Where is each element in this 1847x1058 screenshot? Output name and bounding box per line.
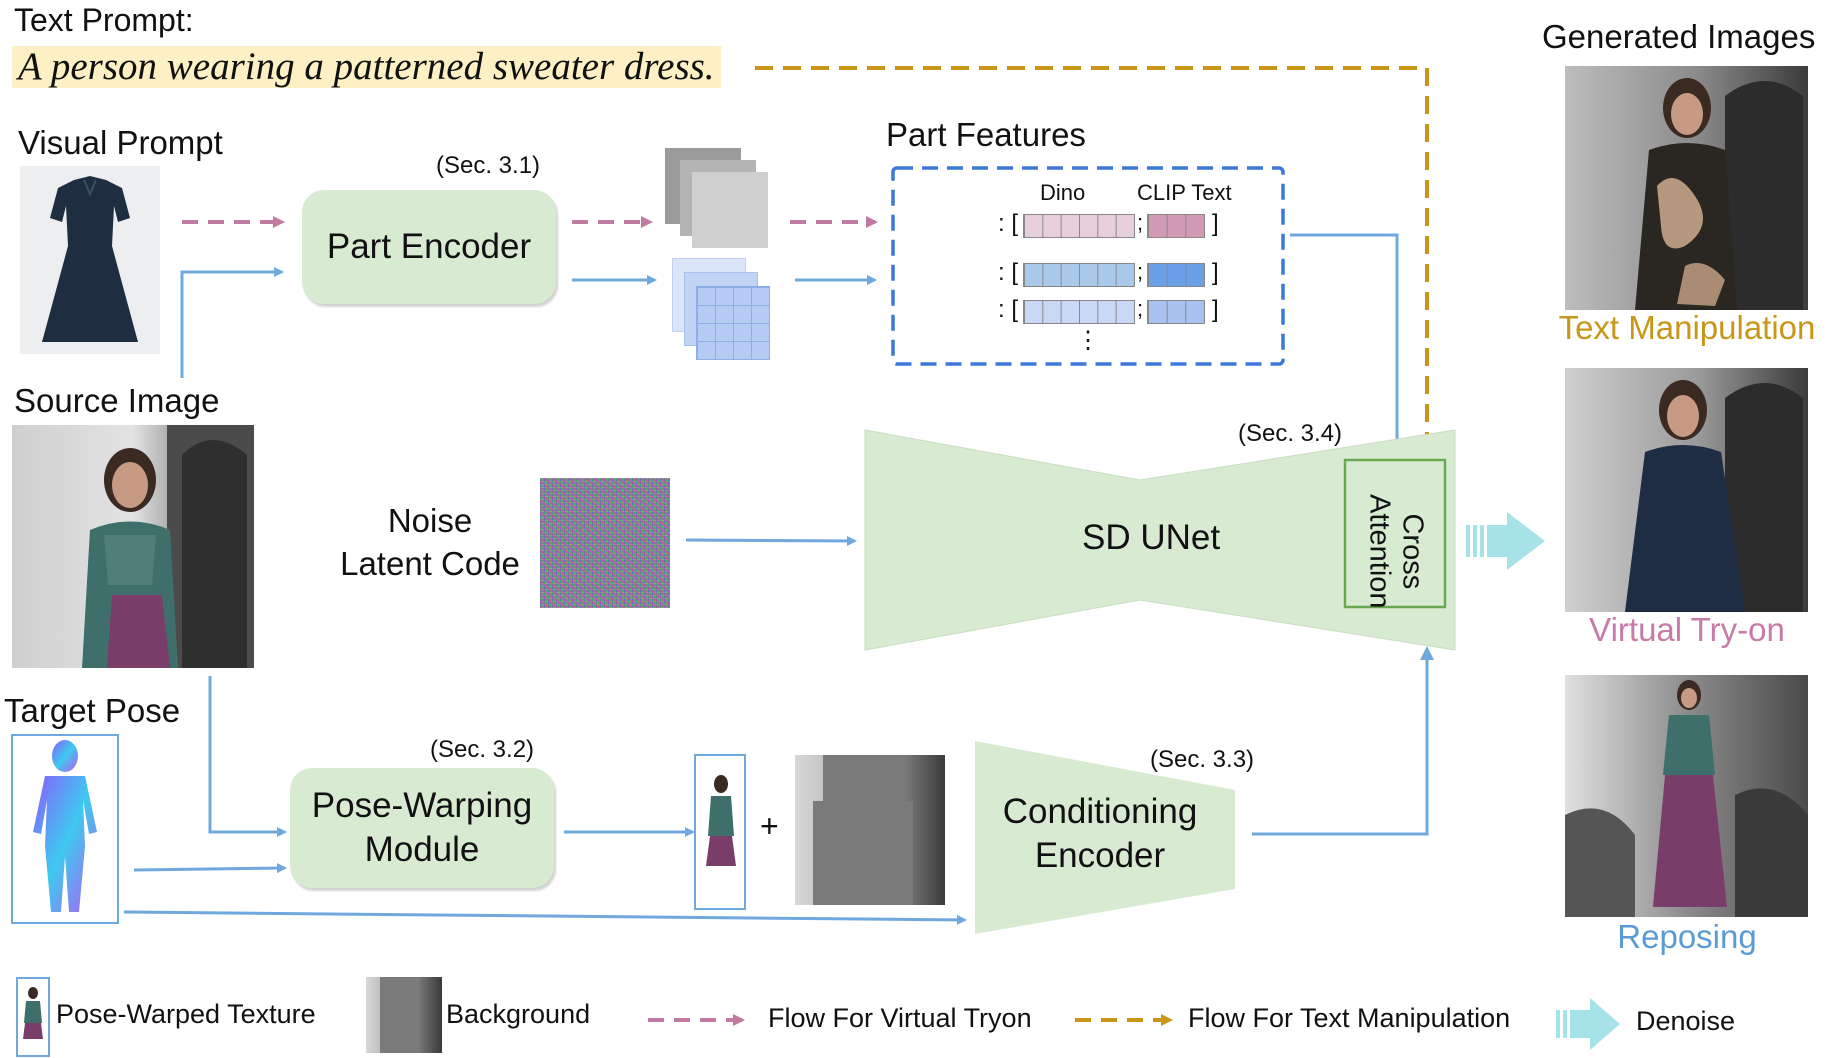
- output-image-text-manipulation: [1565, 66, 1808, 310]
- part-encoder-sec: (Sec. 3.1): [436, 152, 541, 179]
- background-image: [795, 755, 945, 905]
- source-to-warp-arrow: [208, 676, 287, 837]
- noise-latent-image: [540, 478, 670, 608]
- dino-feature-vector: [1023, 214, 1135, 238]
- part-features-ellipsis: ⋮: [1076, 327, 1100, 354]
- source-to-encoder-arrow: [180, 267, 284, 378]
- noise-line-1: Noise: [387, 502, 473, 539]
- legend-flow-text-label: Flow For Text Manipulation: [1188, 1003, 1511, 1033]
- pose-to-cond-arrow: [123, 910, 967, 925]
- legend-background-icon: [366, 977, 442, 1053]
- output-label-text-2: Virtual Try-on: [1589, 611, 1785, 648]
- pose-warped-texture-image: [694, 754, 746, 910]
- unet-label: SD UNet: [1082, 518, 1221, 557]
- cross-attention-label: Cross Attention: [1362, 473, 1429, 629]
- part-colon-bracket: : [: [998, 210, 1019, 237]
- output-label-text-manipulation: Text Manipulation: [1544, 309, 1830, 347]
- visual-prompt-dress-image: [20, 166, 160, 354]
- target-pose-image: [11, 734, 119, 924]
- vector-close-bracket: ]: [1212, 259, 1219, 286]
- vector-close-bracket: ]: [1212, 210, 1219, 237]
- cond-to-unet-arrow: [1252, 646, 1434, 836]
- cross-line-2: Attention: [1363, 494, 1395, 609]
- output-image-reposing: [1565, 675, 1808, 917]
- part-features-box: [891, 166, 1285, 366]
- conditioning-encoder-shape: [975, 741, 1235, 934]
- unet-sec: (Sec. 3.4): [1238, 420, 1343, 447]
- visual-prompt-label: Visual Prompt: [18, 124, 223, 161]
- part-features-title: Part Features: [886, 116, 1086, 153]
- source-image-photo: [12, 425, 254, 668]
- denoise-arrow: [1466, 512, 1545, 570]
- legend-pose-warped-label: Pose-Warped Texture: [56, 999, 316, 1029]
- part-colon-bracket: : [: [998, 296, 1019, 323]
- legend-denoise-label: Denoise: [1636, 1006, 1736, 1036]
- vector-separator: ;: [1137, 296, 1144, 321]
- text-prompt-label: Text Prompt:: [14, 2, 194, 38]
- feature-map-gray-3: [692, 172, 768, 248]
- conditioning-label: Conditioning Encoder: [975, 790, 1225, 878]
- conditioning-sec: (Sec. 3.3): [1150, 746, 1255, 773]
- clip-feature-vector: [1147, 214, 1205, 238]
- generated-images-title: Generated Images: [1542, 18, 1816, 55]
- legend-background-label: Background: [446, 999, 591, 1029]
- output-image-virtual-tryon: [1565, 368, 1808, 612]
- target-pose-label: Target Pose: [4, 692, 181, 729]
- output-label-text-1: Text Manipulation: [1558, 309, 1816, 346]
- part-encoder-box: Part Encoder: [302, 190, 556, 304]
- clip-feature-vector: [1147, 263, 1205, 287]
- feature-map-blue-3: [696, 286, 770, 360]
- dino-feature-vector: [1023, 300, 1135, 324]
- legend-denoise-mark: [1556, 998, 1620, 1050]
- output-label-reposing: Reposing: [1544, 918, 1830, 956]
- dino-feature-vector: [1023, 263, 1135, 287]
- pose-warping-line-1: Pose-Warping: [311, 786, 533, 826]
- vector-separator: ;: [1137, 210, 1144, 235]
- vector-separator: ;: [1137, 259, 1144, 284]
- conditioning-line-2: Encoder: [1034, 835, 1166, 875]
- noise-line-2: Latent Code: [340, 544, 520, 582]
- legend-pose-warped-icon: [16, 977, 50, 1057]
- pose-to-warp-arrow: [133, 863, 287, 874]
- part-encoder-label: Part Encoder: [326, 227, 532, 267]
- clip-feature-vector: [1147, 300, 1205, 324]
- noise-label: Noise Latent Code: [330, 500, 530, 586]
- part-colon-bracket: : [: [998, 259, 1019, 286]
- sd-unet-shape: [864, 429, 1456, 651]
- text-flow-arrow: [755, 66, 1433, 463]
- legend-flow-tryon-label: Flow For Virtual Tryon: [768, 1003, 1032, 1033]
- noise-to-unet-arrow: [685, 535, 857, 546]
- parts-to-attention-arrow: [1290, 233, 1402, 462]
- pose-warping-box: Pose-Warping Module: [290, 768, 554, 888]
- col-clip-text: CLIP Text: [1137, 180, 1232, 205]
- source-image-label: Source Image: [14, 382, 220, 419]
- pose-warping-sec: (Sec. 3.2): [430, 736, 535, 763]
- vector-close-bracket: ]: [1212, 296, 1219, 323]
- plus-sign: +: [760, 808, 779, 844]
- text-prompt-text: A person wearing a patterned sweater dre…: [12, 46, 721, 88]
- pose-warping-line-2: Module: [364, 830, 480, 869]
- col-dino: Dino: [1040, 180, 1086, 205]
- output-label-text-3: Reposing: [1617, 918, 1757, 955]
- conditioning-line-1: Conditioning: [1002, 792, 1198, 831]
- cross-attention-box: [1343, 458, 1447, 609]
- cross-line-1: Cross: [1396, 513, 1429, 590]
- output-label-virtual-tryon: Virtual Try-on: [1544, 611, 1830, 649]
